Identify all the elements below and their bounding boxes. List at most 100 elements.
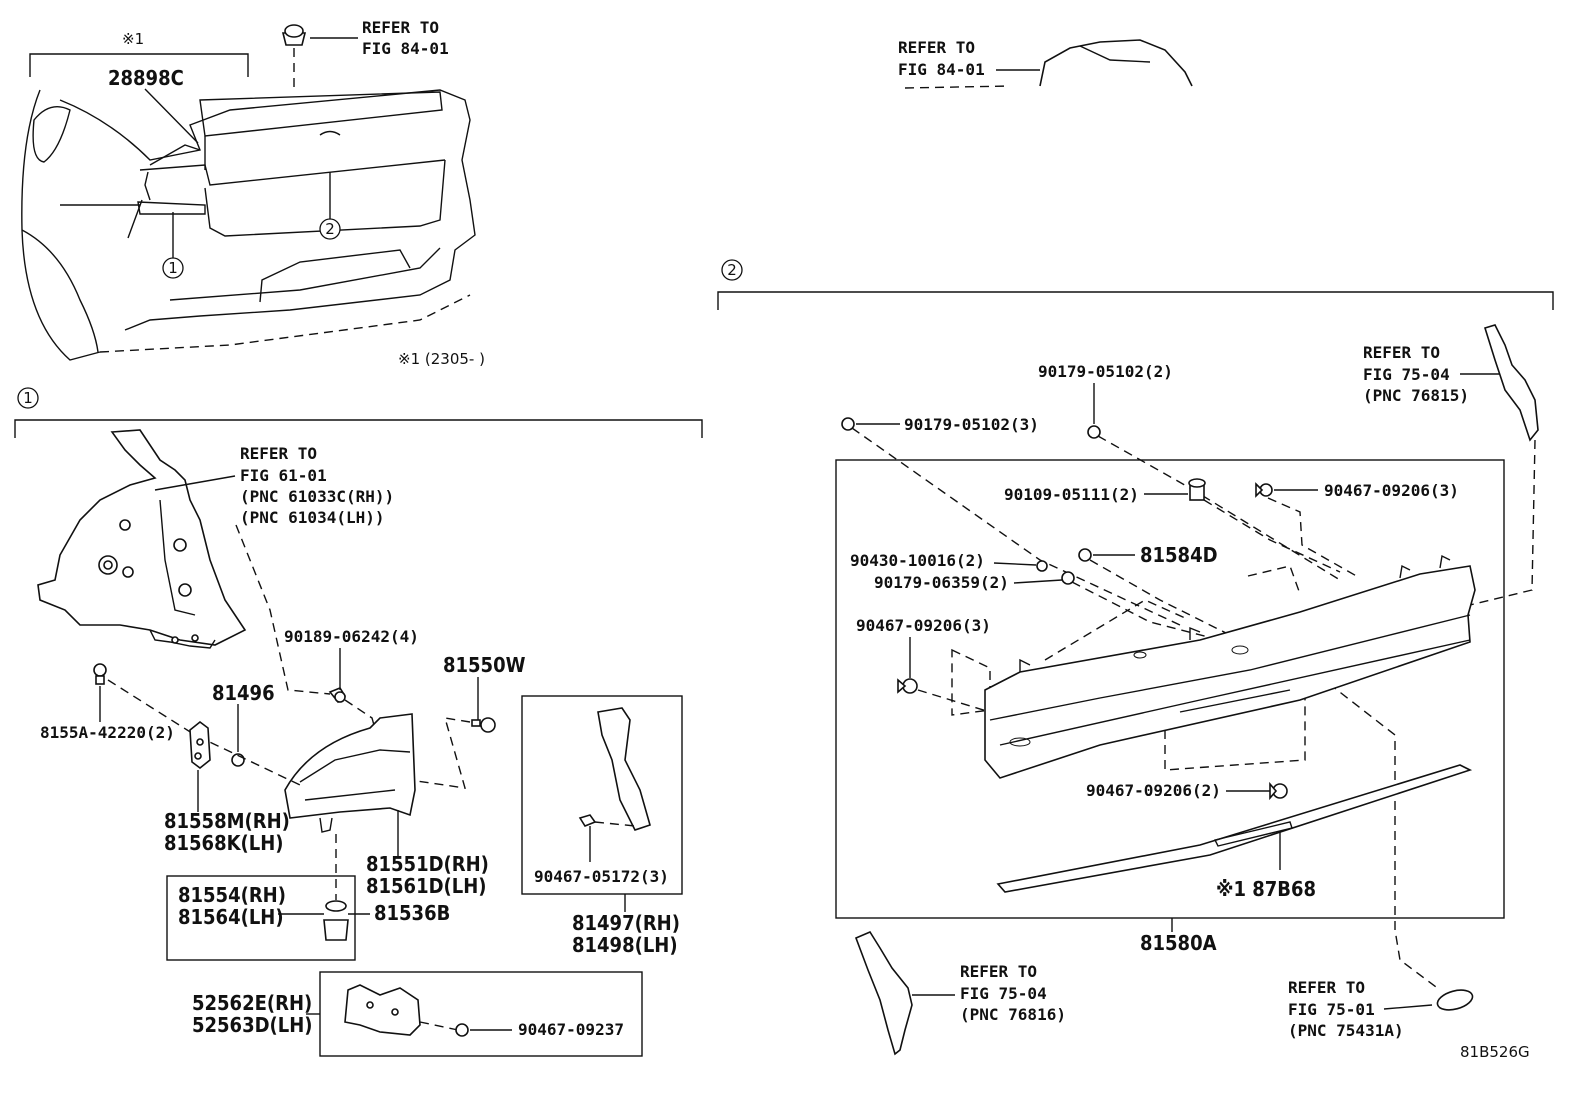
part-28898c-label: 28898C (108, 66, 184, 90)
refer-84-s2-line1: REFER TO (898, 38, 975, 57)
garnish-81497-icon (578, 707, 651, 831)
callout-1-top-text: 1 (168, 259, 178, 277)
dash-outline-top-b (1247, 565, 1301, 595)
part-87b68-label: ※1 87B68 (1216, 877, 1316, 901)
callout-1-top-circle (162, 257, 184, 279)
refer-61-line1: REFER TO (240, 444, 317, 463)
leader-refer-75-01 (1383, 1004, 1433, 1010)
screw-90179-05102-3-icon (841, 417, 855, 431)
part-90467-09206-3a-label: 90467-09206(3) (1324, 481, 1459, 500)
refer-84-top-line2: FIG 84-01 (362, 39, 449, 58)
part-81558m-label: 81558M(RH) (164, 809, 290, 833)
dash-outline-top-a (1044, 599, 1186, 661)
dash-90179-06359 (1071, 581, 1221, 641)
molding-87b68-detail (1213, 821, 1293, 847)
refer-75-04a-line2: FIG 75-04 (1363, 365, 1450, 384)
refer-84-s2-line2: FIG 84-01 (898, 60, 985, 79)
molding-87b68-illustration (996, 764, 1473, 893)
part-81498-label: 81498(LH) (572, 933, 678, 957)
dash-pillar-rh (1469, 439, 1536, 606)
quarter-panel-illustration (37, 429, 247, 649)
roof-spoiler-illustration (904, 39, 1193, 89)
callout-2-top-text: 2 (325, 220, 335, 238)
socket-81550w-icon (471, 717, 496, 733)
dash-81584d (1089, 559, 1231, 636)
dash-90109 (1203, 499, 1341, 573)
refer-75-04b-line1: REFER TO (960, 962, 1037, 981)
part-81550w-label: 81550W (443, 653, 526, 677)
dash-90467-09206-3a (1267, 497, 1361, 579)
part-52563d-label: 52563D(LH) (192, 1013, 313, 1037)
section-1-callout-text: 1 (23, 389, 33, 407)
screw-90179-05102-2-icon (1087, 425, 1101, 439)
part-90109-label: 90109-05111(2) (1004, 485, 1139, 504)
part-81561d-label: 81561D(LH) (366, 874, 487, 898)
dash-81497 (594, 821, 636, 827)
nut-90467-09237-icon (455, 1023, 469, 1037)
overview-group: ※1 28898C REFER TO FIG 84-01 (21, 18, 485, 368)
part-90467-09206-2-label: 90467-09206(2) (1086, 781, 1221, 800)
assembly-81580a-box (835, 459, 1505, 919)
dash-90179-05102-3 (851, 427, 1181, 626)
refer-75-01-line2: FIG 75-01 (1288, 1000, 1375, 1019)
screw-90467-09206-3b-icon (897, 678, 918, 694)
leader-90179-06359 (1013, 579, 1063, 584)
refer-75-04b-line3: (PNC 76816) (960, 1005, 1066, 1024)
part-81497-label: 81497(RH) (572, 911, 680, 935)
dash-outline-center (1164, 620, 1306, 771)
garnish-81497-box (521, 695, 683, 895)
part-81568k-label: 81568K(LH) (164, 831, 284, 855)
clip-90109-icon (1188, 478, 1206, 501)
dash-socket (409, 717, 471, 789)
part-90189-label: 90189-06242(4) (284, 627, 419, 646)
emblem-75431a-icon (1436, 989, 1474, 1011)
section-2-callout-text: 2 (727, 261, 737, 279)
top-clip-icon (281, 24, 307, 88)
refer-61-line4: (PNC 61034(LH)) (240, 508, 385, 527)
refer-75-04a-line1: REFER TO (1363, 343, 1440, 362)
overview-bracket (29, 53, 249, 77)
pillar-garnish-lh-illustration (854, 930, 913, 1056)
note-mark-label: ※1 (122, 30, 144, 48)
nut-81584d-icon (1078, 548, 1092, 562)
part-90179-05102-2-label: 90179-05102(2) (1038, 362, 1173, 381)
part-90467-09206-3b-label: 90467-09206(3) (856, 616, 991, 635)
bolt-90189-icon (328, 687, 347, 704)
screw-8155a-icon (93, 663, 107, 685)
callout-2-top-circle (319, 218, 341, 240)
figure-code-label: 81B526G (1460, 1043, 1530, 1061)
refer-61-line2: FIG 61-01 (240, 466, 327, 485)
refer-75-01-line3: (PNC 75431A) (1288, 1021, 1404, 1040)
refer-61-line3: (PNC 61033C(RH)) (240, 487, 394, 506)
part-81551d-label: 81551D(RH) (366, 852, 489, 876)
bracket-81558m-icon (189, 720, 211, 770)
screw-90467-09206-3a-icon (1255, 482, 1273, 498)
section-1-bracket (14, 419, 703, 438)
bulb-socket-icon (323, 900, 349, 941)
bulb-socket-box (166, 875, 356, 961)
part-90179-05102-3-label: 90179-05102(3) (904, 415, 1039, 434)
part-81496-label: 81496 (212, 681, 275, 705)
dash-to-refer-75-01 (1304, 664, 1441, 991)
dash-52562e (419, 1021, 459, 1031)
part-81580a-label: 81580A (1140, 931, 1217, 955)
screw-90179-06359-icon (1061, 571, 1075, 585)
part-81554-label: 81554(RH) (178, 883, 286, 907)
refer-75-04a-line3: (PNC 76815) (1363, 386, 1469, 405)
refer-75-04b-line2: FIG 75-04 (960, 984, 1047, 1003)
section-2: REFER TO FIG 84-01 2 REFER TO FIG 75-04 … (717, 38, 1554, 1061)
section-2-callout-circle (721, 259, 743, 281)
leader-90430 (993, 562, 1037, 566)
refer-75-01-line1: REFER TO (1288, 978, 1365, 997)
leader-refer-61 (154, 475, 236, 491)
pillar-garnish-rh-illustration (1483, 324, 1539, 442)
dash-panel-to-bolt (235, 524, 331, 695)
part-81564-label: 81564(LH) (178, 905, 284, 929)
part-90430-label: 90430-10016(2) (850, 551, 985, 570)
part-90467-09237-label: 90467-09237 (518, 1020, 624, 1039)
part-8155a-label: 8155A-42220(2) (40, 723, 175, 742)
screw-90467-09206-2-icon (1269, 781, 1288, 801)
leader-28898c (144, 88, 199, 144)
dash-90179-05102-2 (1097, 435, 1341, 581)
